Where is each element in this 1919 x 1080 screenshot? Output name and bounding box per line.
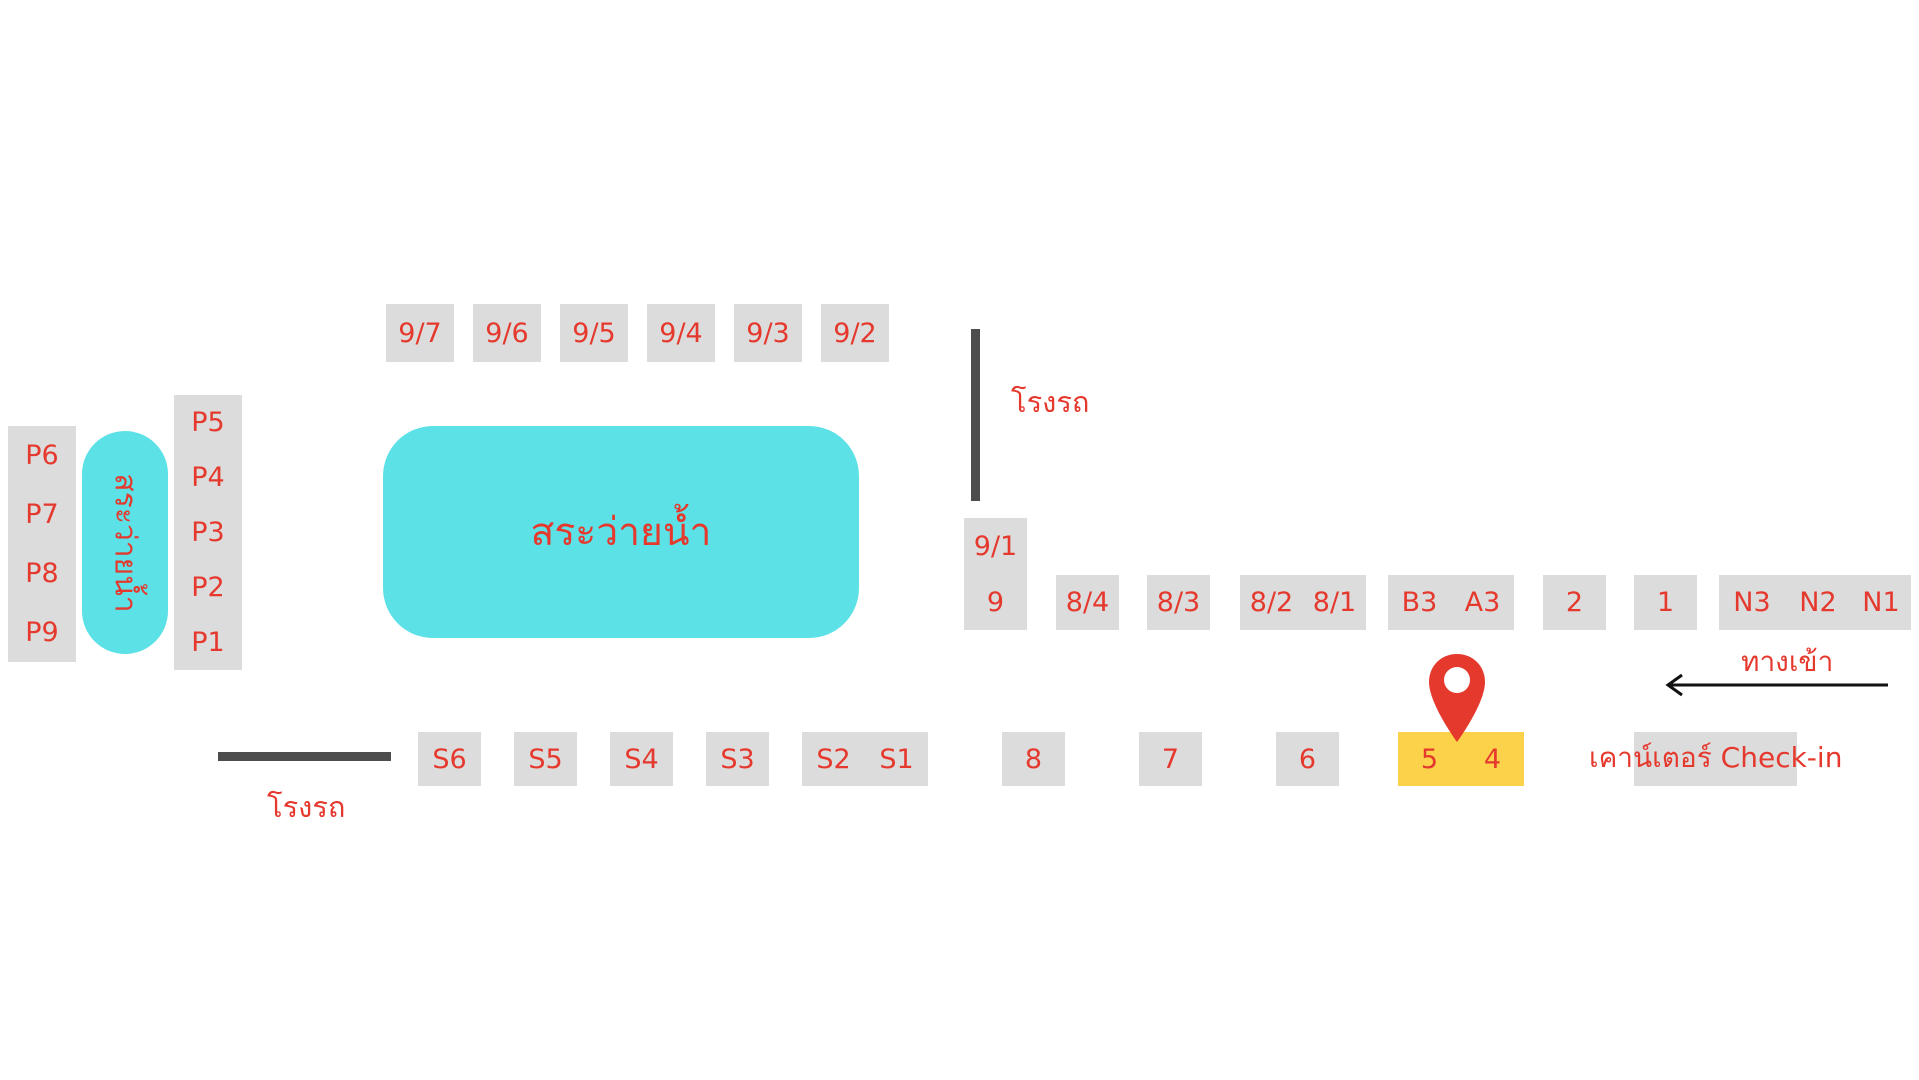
checkin-counter-label: เคาน์เตอร์ Check-in [1589, 741, 1843, 774]
garage-label-bottom: โรงรถ [267, 790, 346, 824]
stall-p7[interactable]: P7 [8, 485, 76, 544]
stall-s4[interactable]: S4 [610, 732, 673, 786]
stall-a3[interactable]: A3 [1451, 575, 1514, 630]
stall-p5[interactable]: P5 [174, 395, 242, 450]
garage-wall-bottom [218, 752, 391, 761]
stall-8[interactable]: 8 [1002, 732, 1065, 786]
stall-9-7[interactable]: 9/7 [386, 304, 454, 362]
stall-9-2[interactable]: 9/2 [821, 304, 889, 362]
stall-p6[interactable]: P6 [8, 426, 76, 485]
stall-8-4[interactable]: 8/4 [1056, 575, 1119, 630]
stall-s6[interactable]: S6 [418, 732, 481, 786]
stall-7[interactable]: 7 [1139, 732, 1202, 786]
stall-5-highlighted[interactable]: 5 [1398, 732, 1461, 786]
stall-p4[interactable]: P4 [174, 450, 242, 505]
stall-9-3[interactable]: 9/3 [734, 304, 802, 362]
stall-4-highlighted[interactable]: 4 [1461, 732, 1524, 786]
stall-9-1[interactable]: 9/1 [964, 518, 1027, 575]
stall-s5[interactable]: S5 [514, 732, 577, 786]
stall-9-5[interactable]: 9/5 [560, 304, 628, 362]
stall-n1[interactable]: N1 [1851, 575, 1911, 630]
stall-p1[interactable]: P1 [174, 615, 242, 670]
stall-n3[interactable]: N3 [1719, 575, 1785, 630]
stall-8-3[interactable]: 8/3 [1147, 575, 1210, 630]
stall-p3[interactable]: P3 [174, 505, 242, 560]
stall-6[interactable]: 6 [1276, 732, 1339, 786]
stall-p9[interactable]: P9 [8, 603, 76, 662]
map-pin-icon [1429, 654, 1485, 742]
garage-wall-top [971, 329, 980, 501]
stall-s2[interactable]: S2 [802, 732, 865, 786]
small-pool-label: สระว่ายน้ำ [108, 472, 144, 613]
stall-p2[interactable]: P2 [174, 560, 242, 615]
stall-1[interactable]: 1 [1634, 575, 1697, 630]
arrow-left-icon [1665, 673, 1888, 697]
stall-9-4[interactable]: 9/4 [647, 304, 715, 362]
entrance-label: ทางเข้า [1741, 645, 1834, 678]
stall-8-2[interactable]: 8/2 [1240, 575, 1303, 630]
stall-8-1[interactable]: 8/1 [1303, 575, 1366, 630]
stall-p8[interactable]: P8 [8, 544, 76, 603]
stall-9-6[interactable]: 9/6 [473, 304, 541, 362]
garage-label-top: โรงรถ [1011, 385, 1090, 419]
small-swimming-pool: สระว่ายน้ำ [82, 431, 168, 654]
main-swimming-pool: สระว่ายน้ำ [383, 426, 859, 638]
checkin-counter [1634, 732, 1797, 786]
stall-n2[interactable]: N2 [1785, 575, 1851, 630]
stall-b3[interactable]: B3 [1388, 575, 1451, 630]
stall-9[interactable]: 9 [964, 575, 1027, 630]
stall-2[interactable]: 2 [1543, 575, 1606, 630]
stall-s3[interactable]: S3 [706, 732, 769, 786]
stall-s1[interactable]: S1 [865, 732, 928, 786]
main-pool-label: สระว่ายน้ำ [530, 509, 712, 555]
